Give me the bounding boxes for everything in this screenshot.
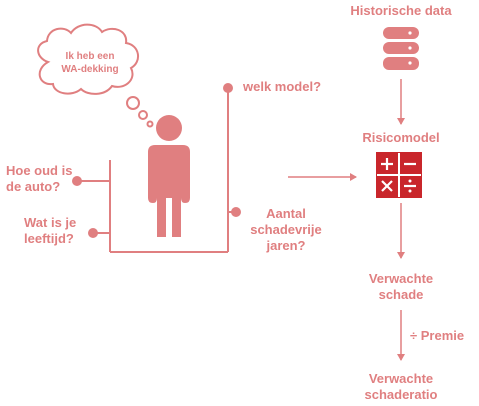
age-dot: [88, 228, 98, 238]
claimfree-line-2: schadevrije: [250, 222, 322, 237]
risk-model-label: Risicomodel: [362, 130, 440, 145]
thought-line-2: WA-dekking: [61, 64, 119, 75]
divide-icon: ÷: [410, 328, 418, 343]
database-icon: [383, 27, 419, 70]
expected-ratio-label: Verwachte schaderatio: [331, 371, 471, 403]
question-age: Wat is je leeftijd?: [24, 215, 76, 247]
expected-ratio-line-2: schaderatio: [364, 387, 438, 402]
claimfree-line-1: Aantal: [266, 206, 306, 221]
thought-dot-small: [146, 120, 154, 128]
premium-divisor-label: ÷ Premie: [410, 328, 464, 344]
question-car-age: Hoe oud is de auto?: [6, 163, 72, 195]
calculator-icon: [376, 152, 422, 198]
claimfree-line-3: jaren?: [266, 238, 306, 253]
question-connectors: [77, 88, 236, 253]
age-line-2: leeftijd?: [24, 231, 74, 246]
expected-damage-line-1: Verwachte: [368, 271, 434, 286]
expected-damage-line-2: schade: [378, 287, 424, 302]
expected-damage-label: Verwachte schade: [331, 271, 471, 303]
expected-ratio-line-1: Verwachte: [368, 371, 434, 386]
thought-dot-large: [126, 96, 140, 110]
age-line-1: Wat is je: [24, 215, 77, 230]
thought-bubble-text: Ik heb een WA-dekking: [56, 50, 124, 76]
premium-text: Premie: [420, 328, 465, 343]
thought-dot-medium: [138, 110, 148, 120]
car-age-dot: [72, 176, 82, 186]
thought-line-1: Ik heb een: [65, 51, 115, 62]
model-dot: [223, 83, 233, 93]
question-model: welk model?: [243, 79, 322, 94]
question-claimfree-years: Aantal schadevrije jaren?: [246, 206, 326, 254]
thought-bubble-icon: [37, 23, 154, 128]
claimfree-dot: [231, 207, 241, 217]
person-icon: [148, 115, 190, 237]
car-age-line-1: Hoe oud is: [6, 163, 73, 178]
car-age-line-2: de auto?: [6, 179, 61, 194]
historical-data-label: Historische data: [350, 3, 452, 18]
